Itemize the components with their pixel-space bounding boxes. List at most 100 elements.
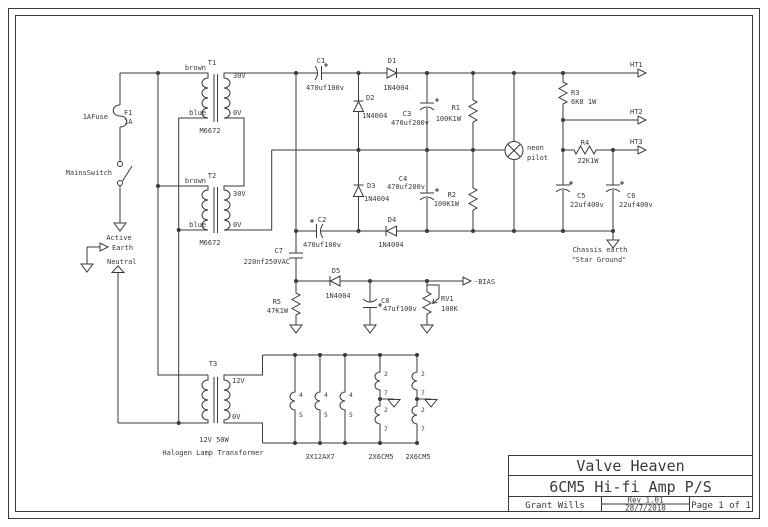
connector-neutral <box>110 265 126 273</box>
c3-ref-label: C3 <box>403 110 411 118</box>
c3-value-label: 470uf200v <box>391 119 429 127</box>
capacitor-c1 <box>314 65 322 81</box>
d2-ref-label: D2 <box>366 94 374 102</box>
t1-primary-top-label: brown <box>185 64 206 72</box>
t2-primary-top-label: brown <box>185 177 206 185</box>
r5-ref-label: R5 <box>273 298 281 306</box>
r2-ref-label: R2 <box>448 191 456 199</box>
mains-switch <box>117 161 133 186</box>
junction-dots <box>156 71 615 445</box>
pin2-label: 2 <box>384 407 388 414</box>
polarity-marks <box>310 63 624 307</box>
diode-d4 <box>385 225 397 237</box>
t1-secondary-bottom-label: 0V <box>233 109 242 117</box>
resistor-r2 <box>467 150 479 231</box>
pin5-label: 5 <box>299 412 303 419</box>
revision: Rev 1.01 <box>627 496 663 505</box>
neon-label-line2: pilot <box>527 154 548 162</box>
author-name: Grant Wills <box>525 501 585 511</box>
heater-group3-label: 2X6CM5 <box>405 453 430 461</box>
potentiometer-rv1 <box>421 281 440 325</box>
connector-earth <box>99 242 110 252</box>
diode-d1 <box>386 67 398 79</box>
connector-active <box>113 222 127 232</box>
t3-rating-label: 12V 50W <box>199 436 229 444</box>
fuse-ref-label: F1 <box>124 109 132 117</box>
r3-ref-label: R3 <box>571 89 579 97</box>
c4-ref-label: C4 <box>399 175 407 183</box>
chassis-earth-label: Chassis earth <box>573 246 628 254</box>
company-name: Valve Heaven <box>576 457 684 475</box>
capacitor-c5 <box>555 184 571 193</box>
c8-value-label: 47uf100v <box>383 305 417 313</box>
c5-value-label: 22uf400v <box>570 201 604 209</box>
c2-ref-label: C2 <box>318 216 326 224</box>
fuse-name-label: 1AFuse <box>83 113 108 121</box>
fuse-f1 <box>112 104 128 128</box>
date: 28/7/2010 <box>625 504 666 513</box>
heater-group1-label: 3X12AX7 <box>305 453 335 461</box>
t2-model-label: M6672 <box>199 239 220 247</box>
capacitor-c8 <box>362 298 378 308</box>
wires <box>86 72 638 444</box>
connector-ht1 <box>637 68 648 78</box>
pin7-label: 7 <box>384 426 388 433</box>
pin4-label: 4 <box>349 392 353 399</box>
d5-ref-label: D5 <box>332 267 340 275</box>
resistor-r3 <box>557 73 569 120</box>
pin7-label: 7 <box>421 390 425 397</box>
t2-secondary-bottom-label: 0V <box>233 221 242 229</box>
r4-ref-label: R4 <box>581 139 589 147</box>
transformer-t3 <box>118 355 263 443</box>
t1-model-label: M6672 <box>199 127 220 135</box>
r5-value-label: 47K1W <box>267 307 289 315</box>
capacitor-c3 <box>419 102 435 111</box>
rv1-value-label: 100K <box>441 305 459 313</box>
pin5-label: 5 <box>349 412 353 419</box>
c6-ref-label: C6 <box>627 192 635 200</box>
pin2-label: 2 <box>421 407 425 414</box>
pin7-label: 7 <box>384 390 388 397</box>
r2-value-label: 100K1W <box>434 200 460 208</box>
d5-value-label: 1N4004 <box>325 292 350 300</box>
ground-symbols <box>80 239 620 408</box>
rv1-ref-label: RV1 <box>441 295 454 303</box>
r1-ref-label: R1 <box>452 104 460 112</box>
title-block: Valve Heaven 6CM5 Hi-fi Amp P/S Grant Wi… <box>508 455 753 513</box>
connector-ht2 <box>637 115 648 125</box>
t2-secondary-top-label: 30V <box>233 190 246 198</box>
connector-bias <box>462 276 473 286</box>
t3-secondary-top-label: 12V <box>232 377 245 385</box>
pin2-label: 2 <box>421 371 425 378</box>
r1-value-label: 100K1W <box>436 115 462 123</box>
c7-ref-label: C7 <box>275 247 283 255</box>
neon-pilot-lamp <box>504 141 524 160</box>
ht1-label: HT1 <box>630 61 643 69</box>
page-number: Page 1 of 1 <box>691 501 751 511</box>
resistor-r1 <box>467 73 479 150</box>
resistor-r4 <box>563 144 638 156</box>
c4-value-label: 470uf200v <box>387 183 425 191</box>
t1-secondary-top-label: 30V <box>233 72 246 80</box>
fuse-value-label: 1A <box>124 118 133 126</box>
r3-value-label: 6K8 1W <box>571 98 597 106</box>
ht3-label: HT3 <box>630 138 643 146</box>
mains-switch-label: MainsSwitch <box>66 169 112 177</box>
t3-description-label: Halogen Lamp Transformer <box>162 449 263 457</box>
t2-ref-label: T2 <box>208 172 216 180</box>
connector-ht3 <box>637 145 648 155</box>
pin4-label: 4 <box>299 392 303 399</box>
resistor-r5 <box>290 281 302 325</box>
diode-d3 <box>352 184 365 197</box>
neutral-label: Neutral <box>107 258 137 266</box>
heater-group2-label: 2X6CM5 <box>368 453 393 461</box>
c1-value-label: 470uf100v <box>306 84 344 92</box>
schematic-title: 6CM5 Hi-fi Amp P/S <box>549 478 712 496</box>
neon-label-line1: neon <box>527 144 544 152</box>
diode-d2 <box>352 100 365 112</box>
d1-ref-label: D1 <box>388 57 396 65</box>
d3-value-label: 1N4004 <box>364 195 389 203</box>
page-border <box>8 8 760 519</box>
